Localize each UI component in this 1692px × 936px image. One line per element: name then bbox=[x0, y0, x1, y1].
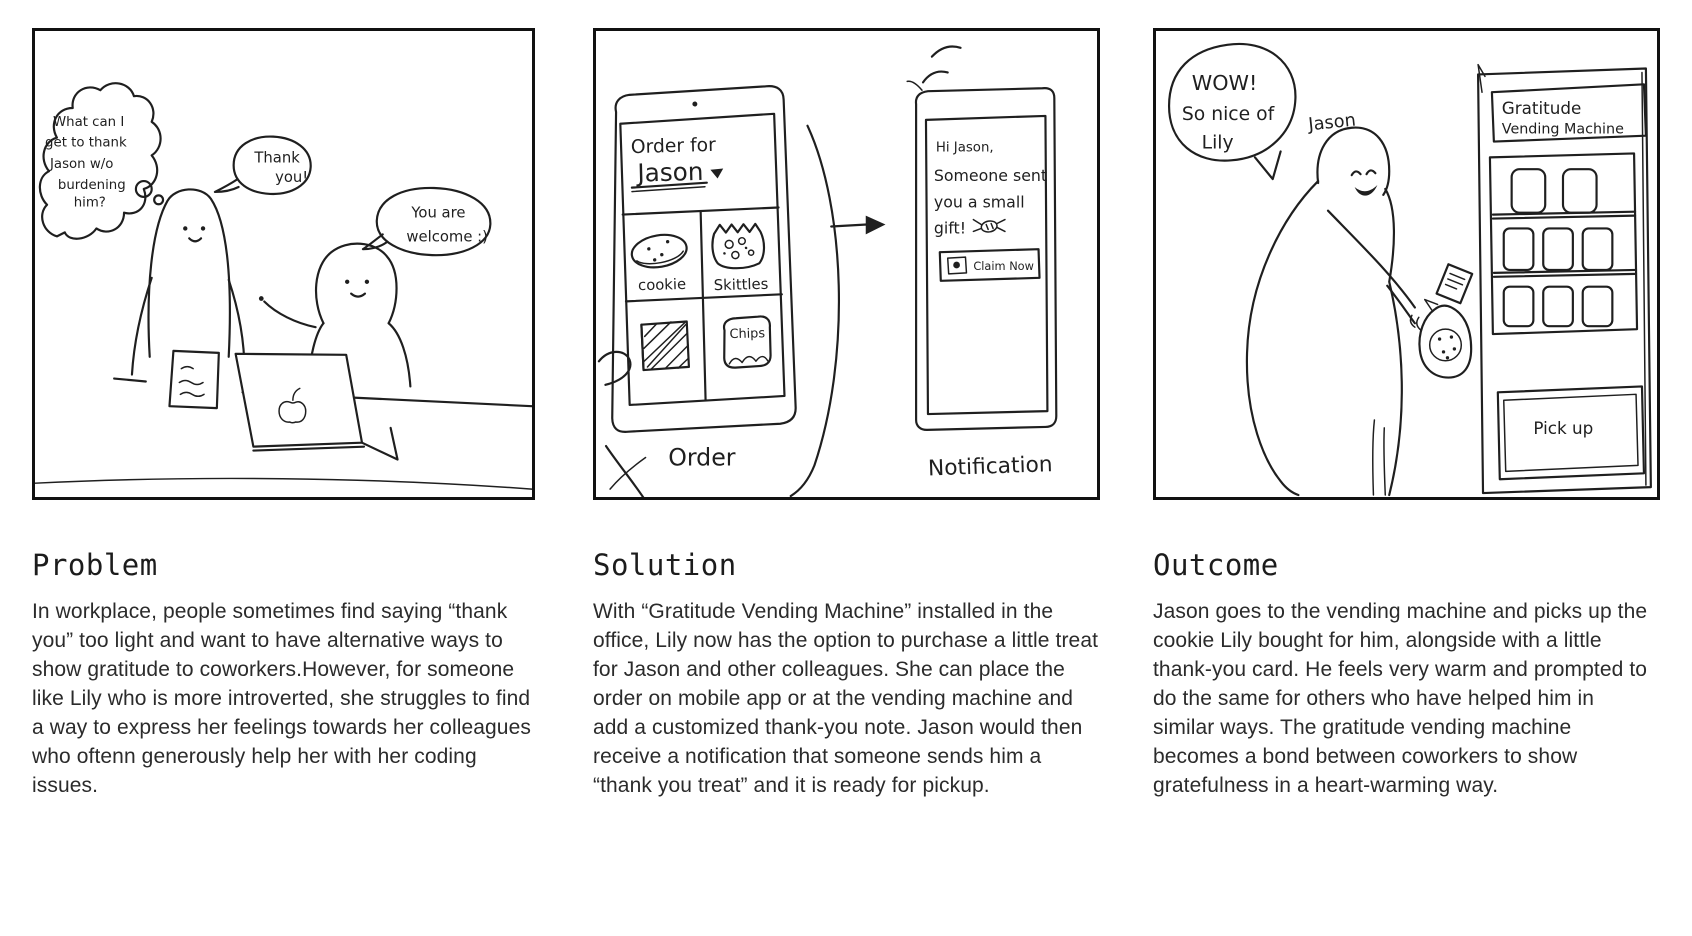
solution-heading: Solution bbox=[593, 548, 737, 582]
outcome-column: WOW! So nice of Lily Jason bbox=[1153, 28, 1660, 800]
thought-text-line: him? bbox=[74, 196, 106, 211]
notification-text-line: gift! bbox=[934, 218, 966, 237]
speech-text-line: you! bbox=[275, 169, 308, 186]
skittles-item bbox=[711, 222, 766, 270]
solution-sketch-panel: Order for Jason cookie bbox=[593, 28, 1100, 500]
outcome-sketch-panel: WOW! So nice of Lily Jason bbox=[1153, 28, 1660, 500]
thank-you-card-sketch bbox=[1435, 263, 1474, 305]
problem-column: What can I get to thank Jason w/o burden… bbox=[32, 28, 535, 800]
order-phone-sketch: Order for Jason cookie bbox=[597, 85, 797, 497]
order-recipient-select: Jason bbox=[635, 157, 704, 188]
machine-window bbox=[1488, 152, 1639, 336]
speech-bubble-welcome: You are welcome :) bbox=[361, 186, 492, 257]
cookie-item-label: cookie bbox=[638, 276, 686, 294]
problem-sketch-panel: What can I get to thank Jason w/o burden… bbox=[32, 28, 535, 500]
jason-label: Jason bbox=[1306, 111, 1356, 136]
notification-phone-sketch: Hi Jason, Someone sent you a small gift!… bbox=[906, 80, 1058, 431]
speech-text-line: You are bbox=[410, 205, 465, 222]
person-jason bbox=[1245, 126, 1422, 497]
skittles-item-label: Skittles bbox=[714, 276, 769, 294]
desk-line bbox=[113, 377, 147, 383]
outcome-heading: Outcome bbox=[1153, 548, 1279, 582]
pointer-line bbox=[609, 456, 647, 490]
machine-name-line: Gratitude bbox=[1502, 98, 1582, 118]
order-screen-title: Order for bbox=[631, 135, 717, 158]
claim-now-label: Claim Now bbox=[973, 259, 1034, 273]
floor-line bbox=[35, 477, 532, 490]
problem-sketch: What can I get to thank Jason w/o burden… bbox=[35, 82, 532, 490]
paper-sheet bbox=[168, 349, 220, 410]
solution-column: Order for Jason cookie bbox=[593, 28, 1100, 800]
thumb-line bbox=[597, 350, 632, 386]
chips-item-label: Chips bbox=[729, 326, 765, 342]
vending-machine-sketch: Gratitude Vending Machine bbox=[1476, 63, 1652, 495]
claim-now-button-sketch: Claim Now bbox=[938, 248, 1041, 282]
cookie-item bbox=[630, 233, 688, 269]
machine-name-line: Vending Machine bbox=[1502, 122, 1624, 138]
camera-dot-icon bbox=[692, 101, 698, 107]
pickup-label: Pick up bbox=[1533, 418, 1593, 438]
notification-text-line: Someone sent bbox=[934, 166, 1047, 185]
outcome-body-text: Jason goes to the vending machine and pi… bbox=[1153, 600, 1648, 797]
problem-body-text: In workplace, people sometimes find sayi… bbox=[32, 600, 531, 797]
wow-text-line: Lily bbox=[1202, 132, 1234, 153]
wow-text-line: WOW! bbox=[1192, 71, 1258, 95]
thought-text-line: burdening bbox=[58, 178, 126, 193]
arrow-icon bbox=[830, 215, 886, 235]
hatched-item bbox=[640, 320, 690, 372]
machine-name-plate: Gratitude Vending Machine bbox=[1490, 83, 1648, 143]
thought-text-line: Jason w/o bbox=[49, 157, 113, 172]
outcome-sketch: WOW! So nice of Lily Jason bbox=[1167, 42, 1652, 497]
chips-item bbox=[722, 315, 772, 369]
speech-bubble-wow: WOW! So nice of Lily bbox=[1167, 42, 1297, 181]
notification-text-line: Hi Jason, bbox=[936, 140, 994, 155]
person-lily bbox=[130, 188, 246, 410]
notification-text-line: you a small bbox=[934, 193, 1025, 212]
thought-bubble: What can I get to thank Jason w/o burden… bbox=[38, 82, 165, 240]
apple-logo-icon bbox=[278, 387, 307, 424]
wow-text-line: So nice of bbox=[1182, 104, 1275, 125]
laptop-sketch bbox=[234, 352, 399, 461]
dropdown-arrow-icon bbox=[710, 168, 724, 179]
solution-sketch: Order for Jason cookie bbox=[597, 45, 1058, 497]
problem-heading: Problem bbox=[32, 548, 158, 582]
order-caption: Order bbox=[668, 443, 736, 471]
notification-waves-icon bbox=[921, 45, 962, 84]
speech-text-line: Thank bbox=[253, 149, 300, 166]
hand-line bbox=[789, 124, 840, 497]
hand-line bbox=[604, 444, 646, 497]
speech-bubble-thank-you: Thank you! bbox=[213, 135, 312, 195]
cookie-bag-sketch bbox=[1418, 298, 1473, 379]
thought-text-line: get to thank bbox=[45, 136, 127, 151]
candy-icon bbox=[972, 218, 1006, 233]
thought-text-line: What can I bbox=[53, 115, 124, 130]
speech-text-line: welcome :) bbox=[406, 228, 487, 245]
notification-caption: Notification bbox=[928, 452, 1053, 481]
solution-body-text: With “Gratitude Vending Machine” install… bbox=[593, 600, 1099, 797]
pickup-slot-sketch: Pick up bbox=[1496, 385, 1646, 481]
